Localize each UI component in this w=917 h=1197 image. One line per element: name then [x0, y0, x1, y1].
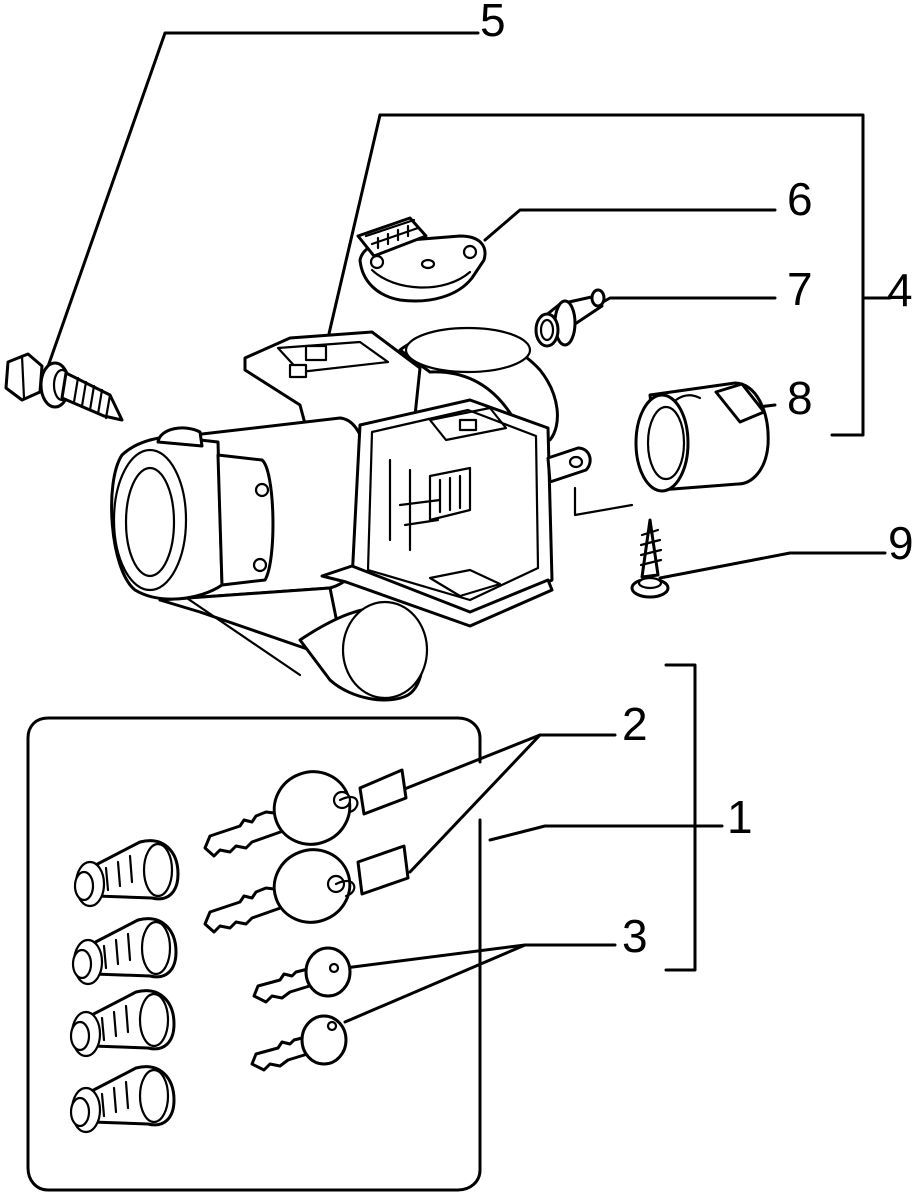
callout-3: 3: [622, 910, 648, 962]
callout-2: 2: [622, 698, 648, 750]
leader-lines: [43, 31, 892, 1024]
self-tapping-screw-part-9: [573, 486, 670, 599]
callout-1: 1: [727, 791, 753, 843]
key-kit-panel: [26, 716, 482, 1192]
callout-4: 4: [887, 264, 913, 316]
lock-cylinder-part-8: [634, 381, 770, 493]
callout-8: 8: [787, 372, 813, 424]
callout-6: 6: [787, 173, 813, 225]
callout-5: 5: [480, 0, 506, 46]
lock-cylinder-4: [69, 1065, 176, 1134]
callout-labels: 1 2 3 4 5 6 7 8 9: [480, 0, 914, 962]
spare-key-2: [250, 1014, 348, 1072]
callout-9: 9: [888, 517, 914, 569]
callout-7: 7: [787, 263, 813, 315]
switch-plate-part-6: [356, 216, 487, 303]
pin-switch-part-7: [534, 288, 606, 348]
master-key-1: [203, 768, 408, 858]
lock-cylinder-2: [71, 917, 178, 986]
lock-cylinder-1: [73, 839, 180, 908]
lock-cylinder-3: [69, 989, 176, 1058]
screw-part-5: [4, 352, 124, 422]
master-key-2: [203, 844, 410, 934]
steering-lock-housing: [110, 326, 592, 702]
spare-key-1: [252, 946, 352, 1004]
